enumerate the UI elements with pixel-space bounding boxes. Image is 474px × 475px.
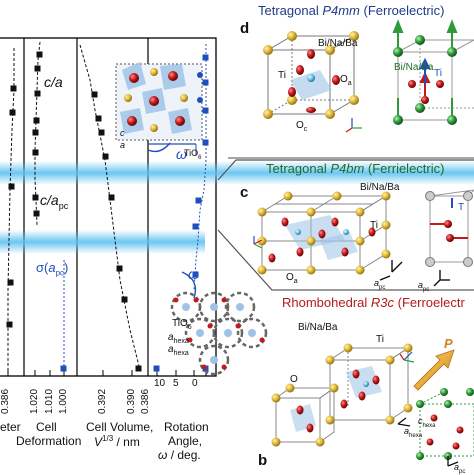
transition-band-lower	[0, 230, 205, 254]
panel-b-letter: b	[258, 452, 267, 469]
tick-p3-1: 0.392	[97, 389, 108, 414]
panel-c-label-oa: Oa	[286, 272, 298, 285]
axis-label-p4-line2: Angle,	[168, 434, 202, 448]
panel-b-label-p: P	[444, 336, 453, 351]
panel-b-label-chexa: chexa	[418, 416, 436, 429]
panel-c-label-apc2: apc	[418, 280, 429, 293]
tick-p1: 0.386	[0, 389, 11, 414]
panel-c-title: Tetragonal P4bm (Ferrielectric)	[266, 161, 444, 176]
panel-d-label-ti: Ti	[278, 70, 286, 81]
panel-d-title: Tetragonal P4mm (Ferroelectric)	[258, 3, 444, 18]
panel-b-label-ti: Ti	[376, 334, 384, 345]
octahedra-inset-top	[116, 62, 203, 140]
panel-b-title: Rhombohedral R3c (Ferroelectr	[282, 295, 465, 310]
annotation-axis-c: c	[120, 128, 125, 138]
panel-d-label-bi: Bi/Na/Ba	[318, 38, 357, 49]
panel-c-label-t: T	[458, 202, 464, 213]
panel-b-label-bi: Bi/Na/Ba	[298, 322, 337, 333]
panel-d-label-oa: Oa	[340, 74, 352, 87]
tick-p3-2: 0.390	[126, 389, 137, 414]
annotation-axis-a: a	[120, 140, 125, 150]
tick-p2-3: 1.000	[58, 389, 69, 414]
tick-p4-1: 10	[154, 378, 165, 389]
crystal-panel-b	[272, 344, 474, 467]
series-lattice-param	[7, 48, 16, 370]
tick-p4-3: 0	[192, 378, 198, 389]
left-plot	[0, 38, 474, 376]
panel-b-label-apc: apc	[454, 462, 465, 475]
tick-p4-extra: 0.386	[140, 389, 151, 414]
panel-c-label-ti: Ti	[370, 220, 378, 231]
axis-label-p3-line2: V1/3 / nm	[94, 434, 140, 449]
annotation-omega-lower: ω	[188, 266, 199, 282]
annotation-tio6-upper: TiO6	[184, 148, 202, 161]
panel-d-label-ti2: Ti	[434, 68, 442, 79]
axis-label-p2-line1: Cell	[36, 420, 57, 434]
annotation-tio6-lower: TiO6	[172, 318, 192, 331]
panel-d-letter: d	[240, 20, 249, 37]
tick-p4-2: 5	[173, 378, 179, 389]
panel-d-label-oc: Oc	[296, 120, 307, 133]
axis-label-p4-line3: ω / deg.	[158, 448, 201, 462]
annotation-ahexa-2: ahexa	[168, 344, 189, 357]
panel-c-label-apc1: apc	[374, 278, 385, 291]
panel-d-label-bi2: Bi/Na/Ba	[394, 62, 433, 73]
annotation-c-over-apc: c/apc	[40, 192, 68, 211]
panel-c-letter: c	[240, 184, 248, 201]
axis-label-p3-line1: Cell Volume,	[86, 420, 153, 434]
axis-label-p4-line1: Rotation	[164, 420, 209, 434]
polarization-arrow	[414, 350, 454, 390]
axis-label-p2-line2: Deformation	[16, 434, 81, 448]
tick-p2-1: 1.020	[29, 389, 40, 414]
annotation-c-over-a: c/a	[44, 74, 63, 90]
annotation-sigma: σ(apc)	[36, 260, 68, 278]
panel-b-label-o: O	[290, 374, 298, 385]
crystal-panel-d	[263, 22, 474, 132]
panel-c-label-bi: Bi/Na/Ba	[360, 182, 399, 193]
axis-label-p1: eter	[0, 420, 21, 434]
tick-p2-2: 1.010	[44, 389, 55, 414]
